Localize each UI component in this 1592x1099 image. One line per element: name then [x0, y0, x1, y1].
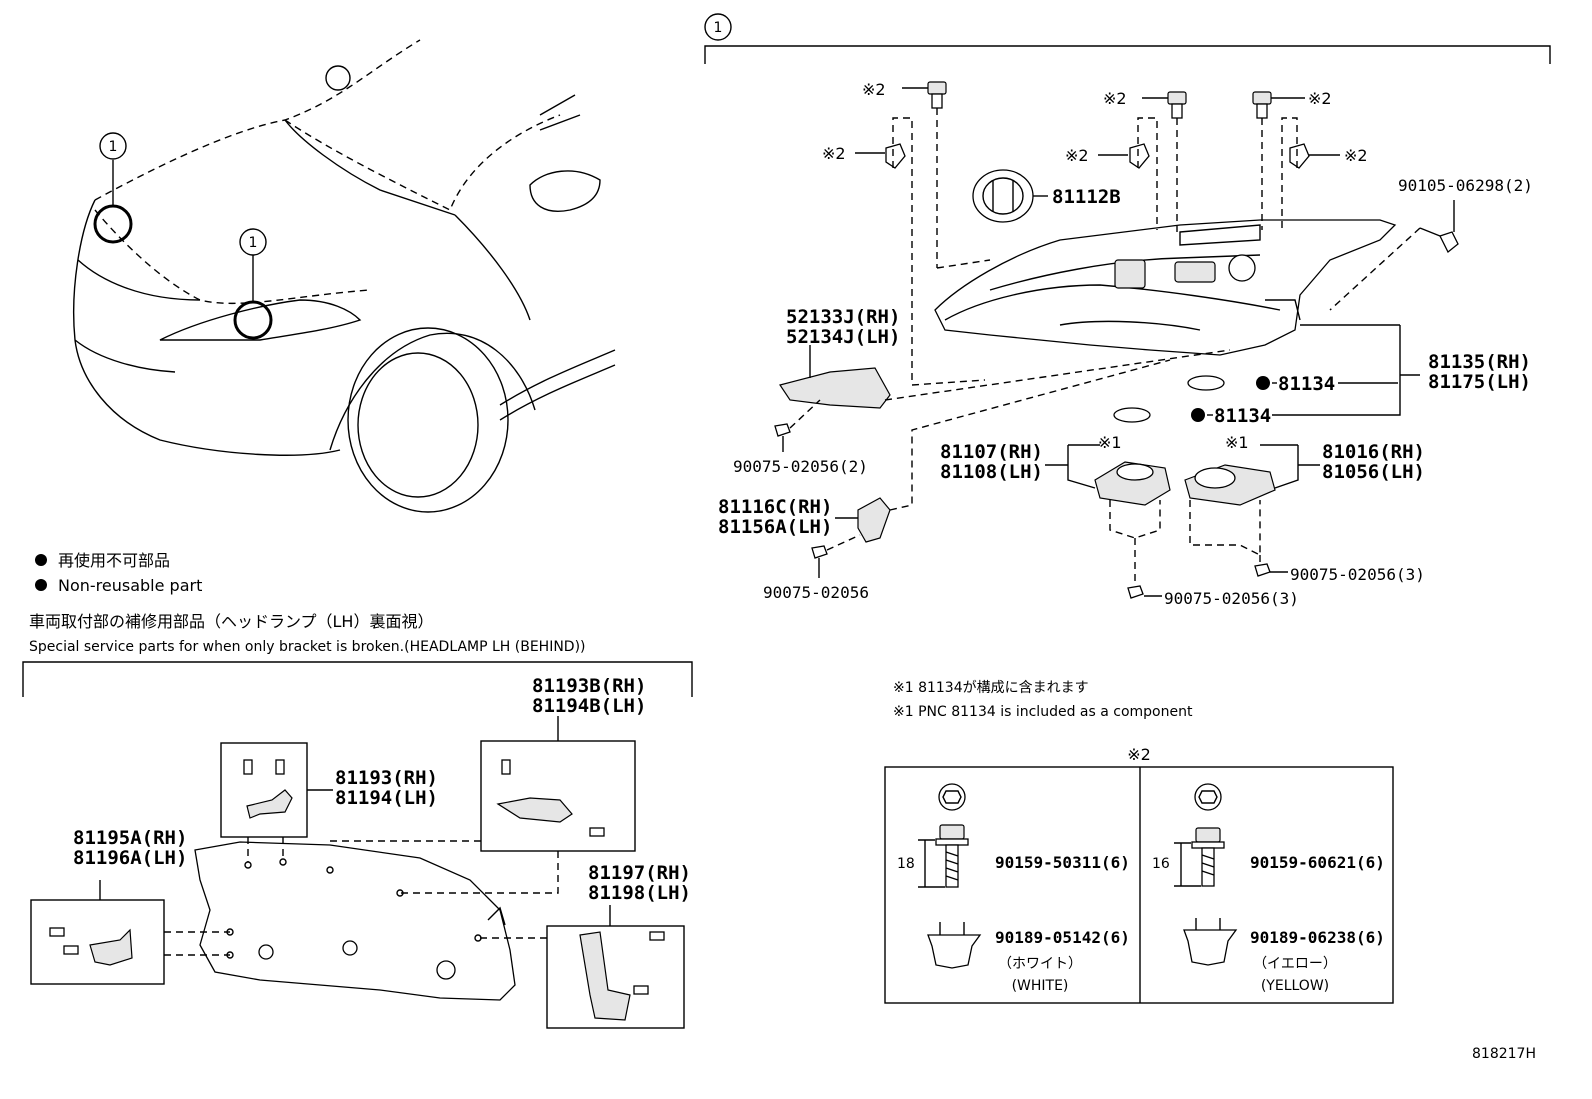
label-81197: 81197(RH) — [588, 862, 691, 884]
dim-left: 18 — [897, 856, 915, 872]
label-81134-a: 81134 — [1278, 373, 1335, 395]
label-90105: 90105-06298(2) — [1398, 176, 1533, 195]
bracket-81116C — [811, 359, 1171, 578]
callout-number-car-2: 1 — [249, 235, 258, 251]
label-81194B: 81194B(LH) — [532, 695, 646, 717]
label-81112B: 81112B — [1052, 186, 1121, 208]
label-90075-02056-3b: 90075-02056(3) — [1164, 589, 1299, 608]
box-81195A — [30, 880, 230, 985]
clip-right-label: 90189-06238(6) — [1250, 928, 1385, 947]
label-81156A: 81156A(LH) — [718, 516, 832, 538]
box-81193 — [220, 742, 333, 862]
color-left-jp: （ホワイト） — [998, 956, 1082, 972]
color-right-jp: （イエロー） — [1253, 956, 1337, 972]
label-81016: 81016(RH) — [1322, 441, 1425, 463]
dim-right: 16 — [1152, 856, 1170, 872]
label-81135: 81135(RH) — [1428, 351, 1531, 373]
note-symbol-2c: ※2 — [1103, 89, 1127, 108]
fastener-table — [884, 766, 1394, 1004]
label-81195A: 81195A(RH) — [73, 827, 187, 849]
label-81134-b: 81134 — [1214, 405, 1271, 427]
label-81056: 81056(LH) — [1322, 461, 1425, 483]
clip-left-label: 90189-05142(6) — [995, 928, 1130, 947]
color-right-en: (YELLOW) — [1261, 978, 1329, 994]
note-symbol-1a: ※1 — [1098, 433, 1122, 452]
table-note-symbol: ※2 — [1127, 745, 1151, 764]
group-bracket — [704, 45, 1551, 64]
component-note-jp: ※1 81134が構成に含まれます — [893, 680, 1089, 696]
note-symbol-2d: ※2 — [1065, 146, 1089, 165]
color-left-en: (WHITE) — [1012, 978, 1069, 994]
bolt-right-label: 90159-60621(6) — [1250, 853, 1385, 872]
label-90075-02056-2: 90075-02056(2) — [733, 457, 868, 476]
special-parts-title-jp: 車両取付部の補修用部品（ヘッドランプ（LH）裏面視） — [29, 612, 433, 631]
note-symbol-2f: ※2 — [1344, 146, 1368, 165]
legend-jp: 再使用不可部品 — [58, 551, 170, 570]
note-symbol-2e: ※2 — [1308, 89, 1332, 108]
note-symbol-2a: ※2 — [862, 80, 886, 99]
box-81193B — [330, 716, 636, 894]
bracket-52133J — [774, 345, 1231, 452]
component-note-en: ※1 PNC 81134 is included as a component — [893, 704, 1193, 720]
headlamp-assembly — [934, 219, 1397, 356]
non-reusable-mark-icon — [1256, 376, 1270, 390]
fastener-left — [918, 783, 982, 969]
note-symbol-2b: ※2 — [822, 144, 846, 163]
o-ring-81134-a — [1187, 375, 1225, 391]
label-81116C: 81116C(RH) — [718, 496, 832, 518]
label-81175: 81175(LH) — [1428, 371, 1531, 393]
label-81196A: 81196A(LH) — [73, 847, 187, 869]
non-reusable-bullet-icon — [35, 579, 47, 591]
label-81107: 81107(RH) — [940, 441, 1043, 463]
top-fasteners — [855, 81, 1459, 386]
label-81198: 81198(LH) — [588, 882, 691, 904]
callout-circle-1 — [704, 13, 732, 41]
callout-number-car-1: 1 — [109, 139, 118, 155]
label-52134J: 52134J(LH) — [786, 326, 900, 348]
label-81193: 81193(RH) — [335, 767, 438, 789]
callout-number-1: 1 — [714, 20, 723, 36]
label-81194: 81194(LH) — [335, 787, 438, 809]
non-reusable-bullet-icon — [35, 554, 47, 566]
non-reusable-mark-icon — [1191, 408, 1205, 422]
label-81108: 81108(LH) — [940, 461, 1043, 483]
label-90075-02056: 90075-02056 — [763, 583, 869, 602]
bolt-left-label: 90159-50311(6) — [995, 853, 1130, 872]
legend-en: Non-reusable part — [58, 576, 202, 595]
diagram-ref: 818217H — [1472, 1046, 1536, 1062]
box-81197 — [480, 905, 685, 1029]
note-symbol-1b: ※1 — [1225, 433, 1249, 452]
ballast-units — [1045, 444, 1320, 599]
fastener-right — [1174, 783, 1238, 966]
leader-81135 — [1272, 324, 1420, 416]
car-illustration: 1 1 — [73, 39, 616, 513]
label-52133J: 52133J(RH) — [786, 306, 900, 328]
label-81193B: 81193B(RH) — [532, 675, 646, 697]
cap-81112B — [972, 169, 1048, 223]
headlamp-housing-rear — [194, 841, 516, 1001]
special-parts-bracket — [22, 661, 693, 697]
special-parts-title-en: Special service parts for when only brac… — [29, 639, 586, 655]
label-90075-02056-3a: 90075-02056(3) — [1290, 565, 1425, 584]
o-ring-81134-b — [1113, 407, 1151, 423]
